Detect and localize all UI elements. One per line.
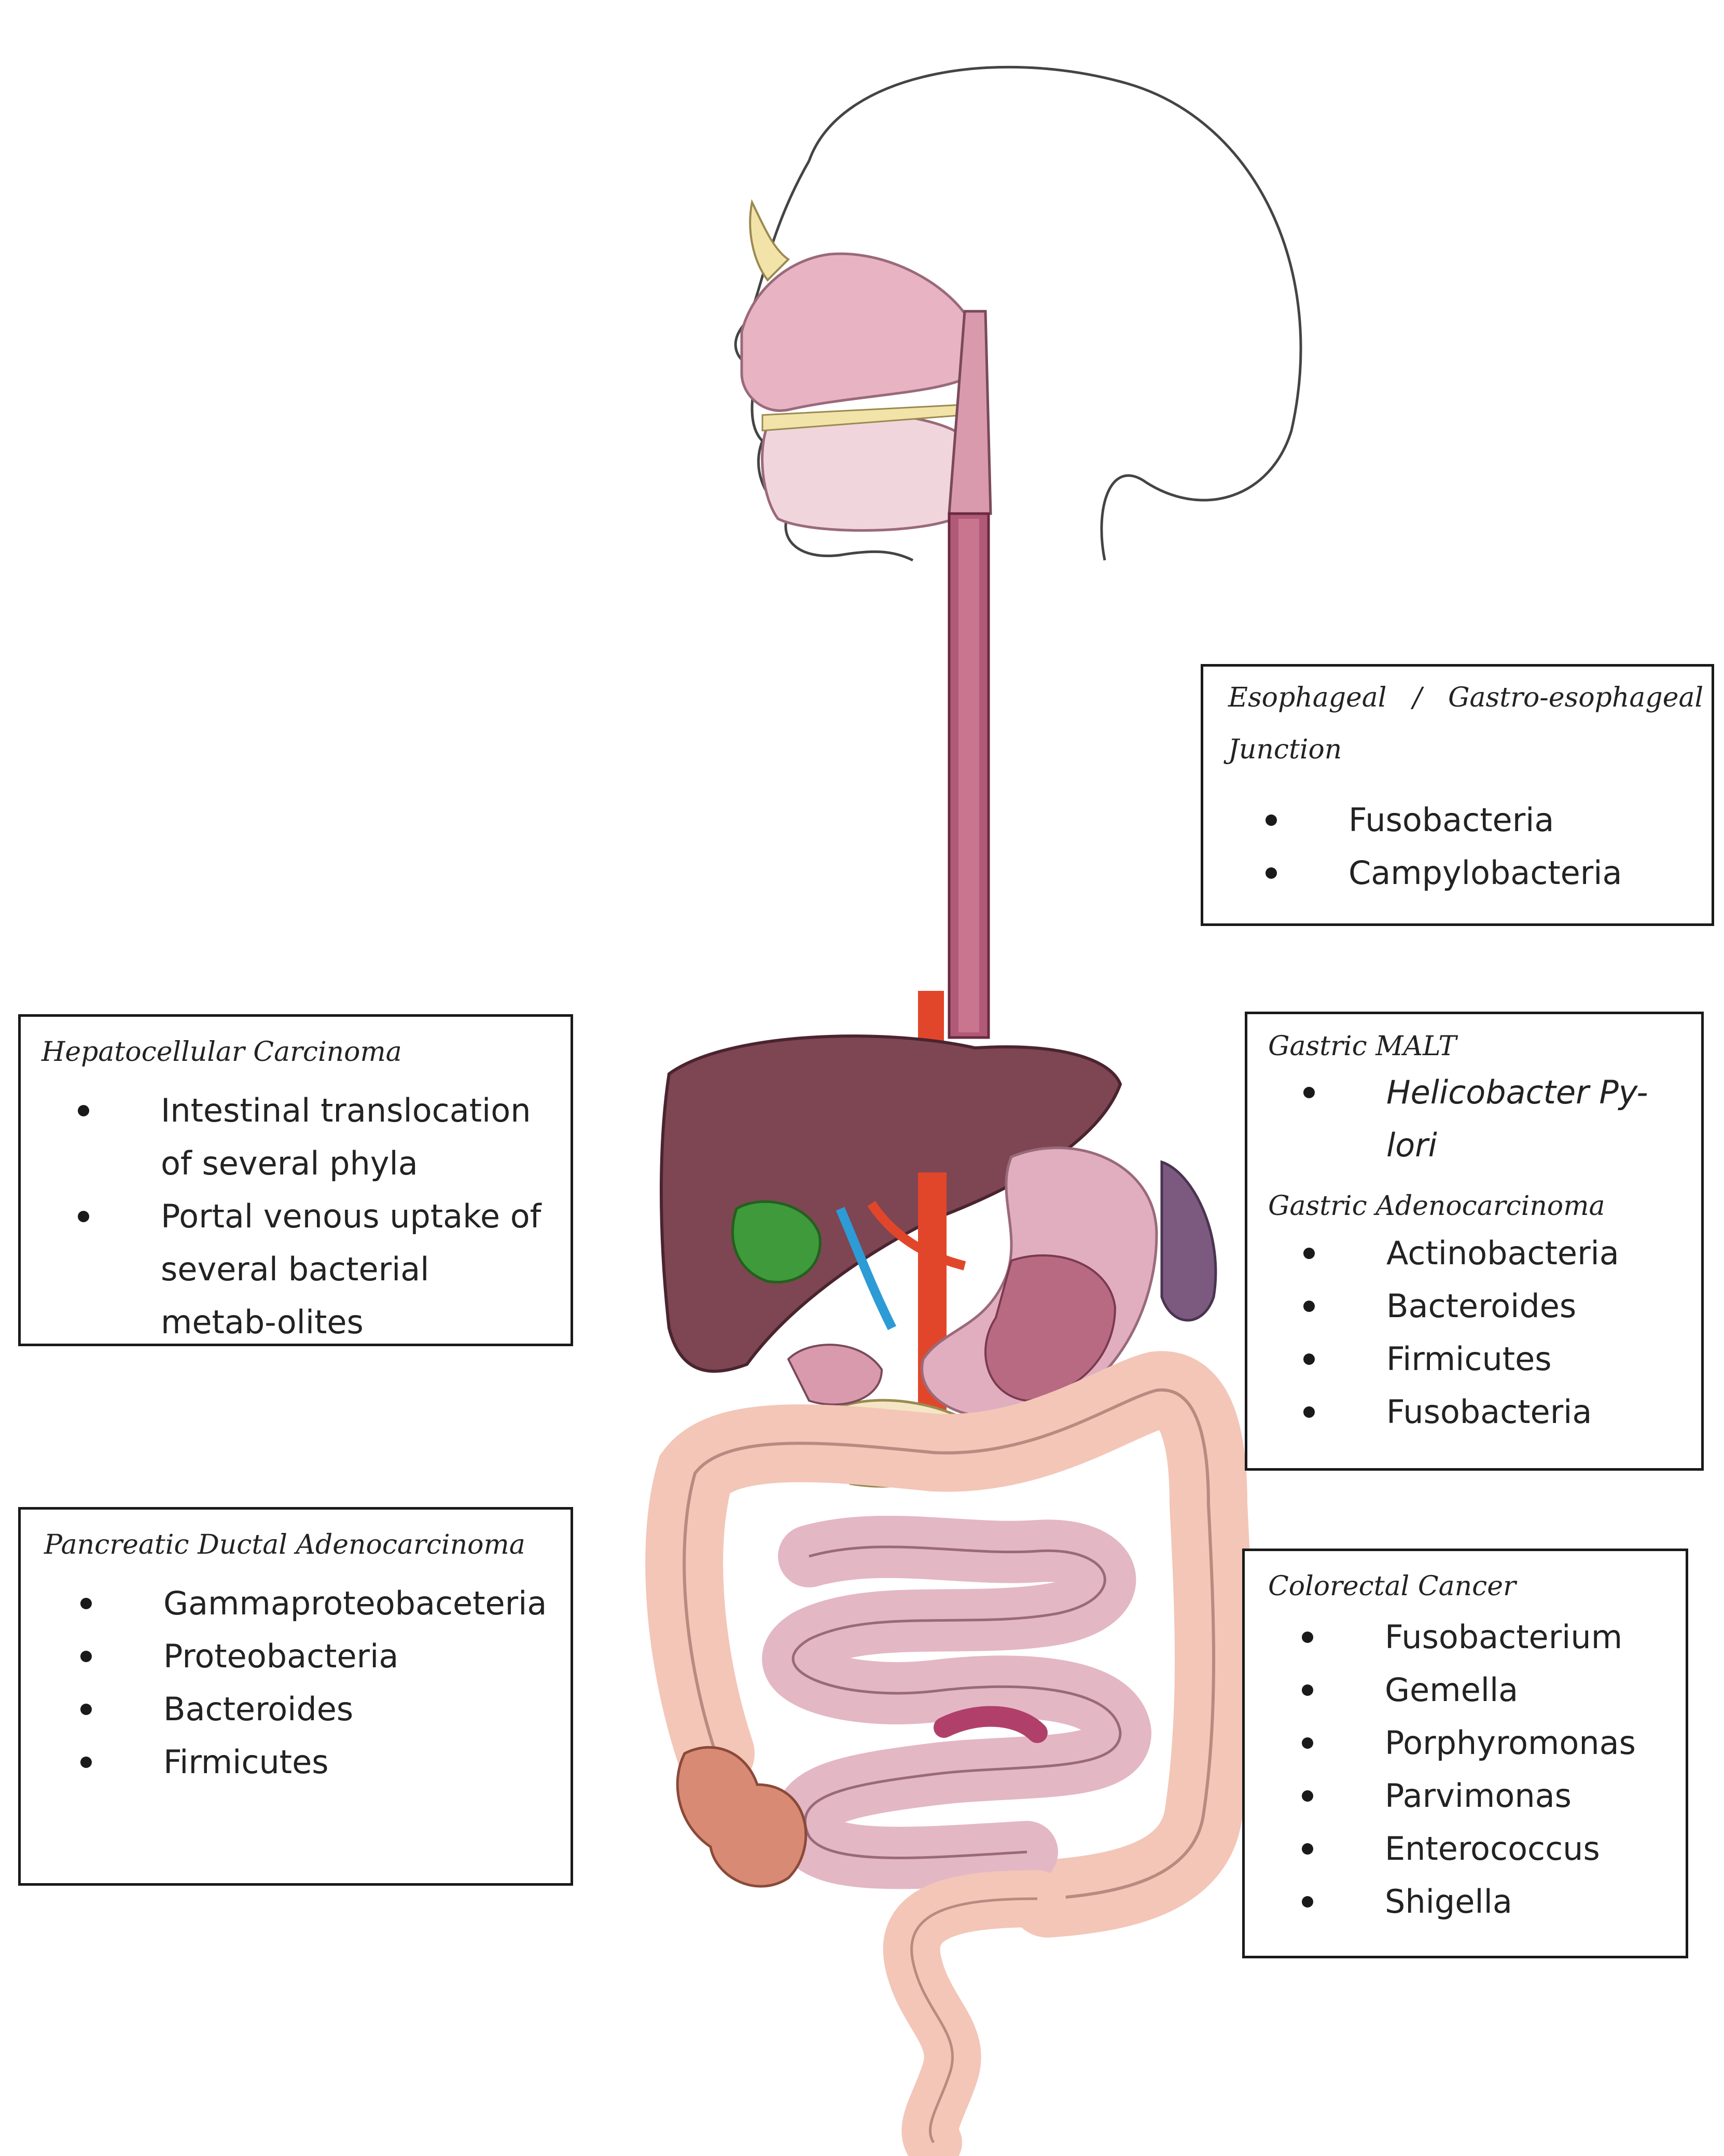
gastric-box: Gastric MALT Helicobacter Py-lori Gastri… <box>1245 1012 1704 1471</box>
pancreatic-title: Pancreatic Ductal Adenocarcinoma <box>44 1529 525 1560</box>
gallbladder <box>731 1200 822 1283</box>
esophageal-title-line1: Esophageal / Gastro-esophageal <box>1228 682 1704 713</box>
hepatocellular-box: Hepatocellular Carcinoma Intestinal tran… <box>18 1014 573 1346</box>
rectum <box>883 1870 1066 2156</box>
hepatic-vessels <box>836 1207 897 1331</box>
nasal-cavity <box>740 252 977 412</box>
appendix <box>676 1746 808 1888</box>
head-outline <box>808 65 1302 561</box>
list-item: Gemella <box>1302 1664 1636 1717</box>
list-item: Fusobacteria <box>1265 794 1622 847</box>
list-item: Proteobacteria <box>80 1630 547 1683</box>
list-item: Shigella <box>1302 1875 1636 1928</box>
list-item: Firmicutes <box>80 1736 547 1789</box>
pancreatic-box: Pancreatic Ductal Adenocarcinoma Gammapr… <box>18 1507 573 1886</box>
pancreatic-list: Gammaproteobaceteria Proteobacteria Bact… <box>80 1577 547 1789</box>
colorectal-box: Colorectal Cancer Fusobacterium Gemella … <box>1242 1549 1688 1958</box>
esophageal-list: Fusobacteria Campylobacteria <box>1265 794 1622 900</box>
list-item: Enterococcus <box>1302 1822 1636 1875</box>
liver <box>660 1034 1122 1373</box>
list-item: Campylobacteria <box>1265 847 1622 900</box>
colorectal-list: Fusobacterium Gemella Porphyromonas Parv… <box>1302 1611 1636 1928</box>
list-item: Helicobacter Py-lori <box>1303 1066 1677 1172</box>
hepatocellular-list: Intestinal translocation of several phyl… <box>78 1084 555 1344</box>
gastric-malt-title: Gastric MALT <box>1268 1031 1457 1062</box>
list-item: Actinobacteria <box>1303 1227 1619 1280</box>
esophageal-box: Esophageal / Gastro-esophageal Junction … <box>1201 664 1714 926</box>
pharynx <box>948 310 992 515</box>
list-item: Bacteroides <box>1303 1280 1619 1333</box>
gastric-malt-list: Helicobacter Py-lori <box>1303 1066 1677 1172</box>
list-item: Portal venous uptake of several bacteria… <box>78 1190 555 1344</box>
list-item: Firmicutes <box>1303 1333 1619 1386</box>
list-item: Bacteroides <box>80 1683 547 1736</box>
esophageal-title-line2: Junction <box>1228 734 1342 765</box>
duodenum <box>787 1344 883 1406</box>
spleen <box>1160 1160 1217 1322</box>
gastric-adeno-list: Actinobacteria Bacteroides Firmicutes Fu… <box>1303 1227 1619 1439</box>
list-item: Porphyromonas <box>1302 1717 1636 1770</box>
list-item: Gammaproteobaceteria <box>80 1577 547 1630</box>
hepatocellular-title: Hepatocellular Carcinoma <box>41 1036 402 1068</box>
list-item: Intestinal translocation of several phyl… <box>78 1084 555 1190</box>
oral-cavity <box>761 411 971 532</box>
small-intestine <box>762 1515 1151 1889</box>
gastric-adeno-title: Gastric Adenocarcinoma <box>1268 1191 1605 1222</box>
list-item: Fusobacterium <box>1302 1611 1636 1664</box>
list-item: Parvimonas <box>1302 1770 1636 1822</box>
colorectal-title: Colorectal Cancer <box>1268 1571 1516 1602</box>
list-item: Fusobacteria <box>1303 1386 1619 1439</box>
